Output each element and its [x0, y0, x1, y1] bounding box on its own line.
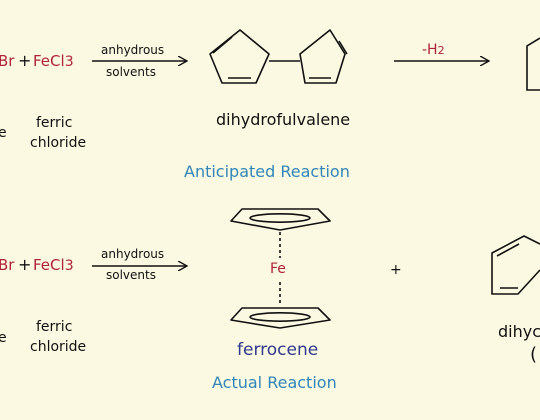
- ferrocene-structure: [230, 208, 331, 329]
- ferric-chloride-formula-1: FeCl3: [33, 52, 74, 70]
- byproduct-label: dihyc: [498, 322, 540, 341]
- anticipated-reaction-caption: Anticipated Reaction: [184, 162, 350, 181]
- cyclopentadiene-structure: [491, 235, 540, 295]
- ferrocene-label: ferrocene: [237, 340, 319, 360]
- reagent-left-name-1: e: [0, 125, 7, 141]
- actual-reaction-caption: Actual Reaction: [212, 373, 337, 392]
- dihydrofulvalene-structure: [209, 29, 348, 84]
- plus-3: +: [390, 262, 402, 278]
- reagent-name-1-line1: ferric: [36, 115, 73, 131]
- plus-1: +: [18, 51, 32, 70]
- reagent-name-2-line1: ferric: [36, 319, 73, 335]
- arrow-1-top-label: anhydrous: [101, 43, 165, 57]
- arrow-1-bottom-label: solvents: [106, 65, 156, 79]
- reagent-left-name-2: e: [0, 330, 7, 346]
- byproduct-paren: (: [530, 344, 538, 365]
- reagent-name-2-line2: chloride: [30, 339, 87, 355]
- plus-2: +: [18, 255, 32, 274]
- arrow-3-top-label: anhydrous: [101, 247, 165, 261]
- arrow-3-bottom-label: solvents: [106, 268, 156, 282]
- cropped-product-ring: [526, 37, 540, 91]
- reagent-name-1-line2: chloride: [30, 135, 87, 151]
- dihydrofulvalene-label: dihydrofulvalene: [216, 110, 351, 129]
- reagent-left-1: Br: [0, 52, 15, 70]
- ferric-chloride-formula-2: FeCl3: [33, 256, 74, 274]
- iron-label: Fe: [270, 261, 286, 277]
- step-2-arrow-label: -H2: [422, 42, 445, 58]
- reagent-left-2: Br: [0, 256, 15, 274]
